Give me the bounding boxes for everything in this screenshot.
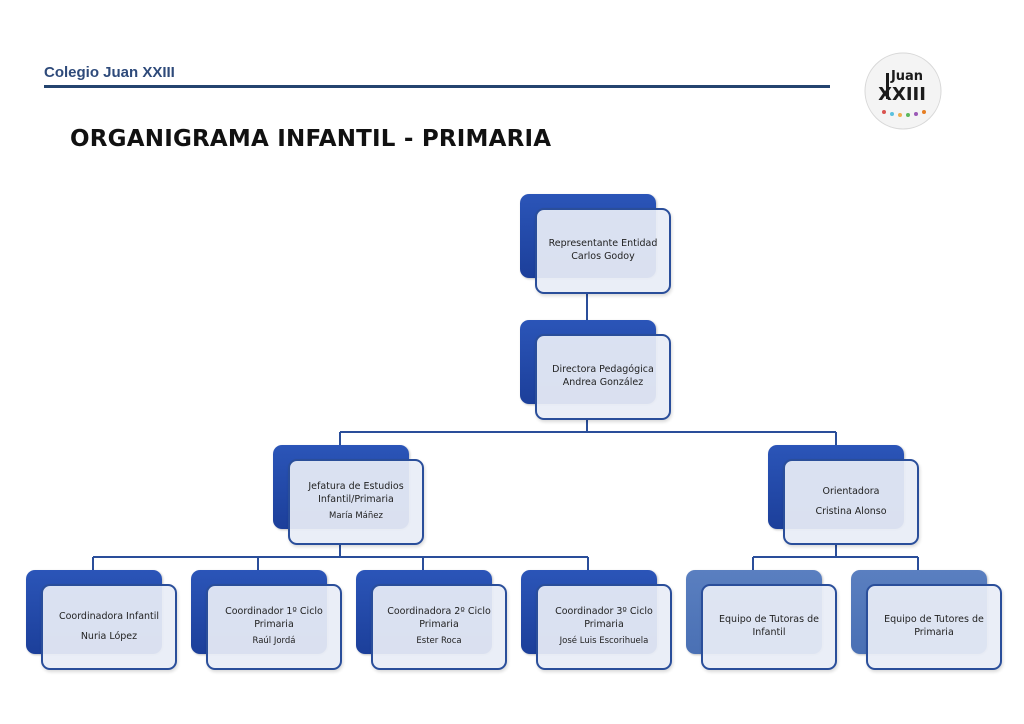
node-role-line1: Coordinador 1º Ciclo [225, 606, 323, 618]
node-role: Directora Pedagógica [552, 364, 654, 376]
node-person: Cristina Alonso [815, 505, 887, 517]
node-role-line2: Primaria [584, 619, 624, 631]
node-equipo-tutores-primaria: Equipo de Tutores de Primaria [851, 570, 1003, 672]
node-line1: Equipo de Tutores de [884, 614, 984, 626]
node-line1: Equipo de Tutoras de [719, 614, 819, 626]
node-role-line2: Primaria [419, 619, 459, 631]
node-person: Andrea González [562, 377, 644, 388]
node-role-line1: Jefatura de Estudios [308, 481, 404, 493]
node-role: Orientadora [822, 485, 880, 497]
school-logo-icon: Juan XXIII [864, 52, 942, 130]
node-person: Carlos Godoy [571, 251, 635, 262]
node-role-line2: Infantil/Primaria [318, 494, 394, 506]
node-coordinadora-infantil: Coordinadora Infantil Nuria López [26, 570, 178, 672]
node-coordinador-3-ciclo: Coordinador 3º Ciclo Primaria José Luis … [521, 570, 673, 672]
node-person: Nuria López [80, 630, 138, 642]
node-person: Raúl Jordá [252, 636, 296, 647]
node-coordinadora-2-ciclo: Coordinadora 2º Ciclo Primaria Ester Roc… [356, 570, 508, 672]
node-orientadora: Orientadora Cristina Alonso [768, 445, 920, 547]
node-person: José Luis Escorihuela [559, 636, 649, 647]
node-line2: Infantil [752, 627, 786, 638]
node-person: Ester Roca [416, 636, 462, 647]
node-role: Coordinadora Infantil [58, 610, 160, 622]
school-name: Colegio Juan XXIII [44, 64, 175, 81]
node-role-line2: Primaria [254, 619, 294, 631]
node-jefatura-estudios: Jefatura de Estudios Infantil/Primaria M… [273, 445, 425, 547]
node-equipo-tutoras-infantil: Equipo de Tutoras de Infantil [686, 570, 838, 672]
node-line2: Primaria [914, 627, 954, 638]
node-coordinador-1-ciclo: Coordinador 1º Ciclo Primaria Raúl Jordá [191, 570, 343, 672]
header-rule [44, 85, 830, 88]
node-directora-pedagogica: Directora Pedagógica Andrea González [520, 320, 672, 422]
svg-text:XXIII: XXIII [878, 84, 926, 105]
node-role-line1: Coordinadora 2º Ciclo [387, 606, 491, 618]
node-representante-entidad: Representante Entidad Carlos Godoy [520, 194, 672, 296]
node-role-line1: Coordinador 3º Ciclo [555, 606, 653, 618]
svg-text:Juan: Juan [890, 69, 923, 84]
page-title: ORGANIGRAMA INFANTIL - PRIMARIA [70, 126, 552, 152]
node-person: María Máñez [329, 511, 383, 522]
node-role: Representante Entidad [548, 238, 658, 250]
